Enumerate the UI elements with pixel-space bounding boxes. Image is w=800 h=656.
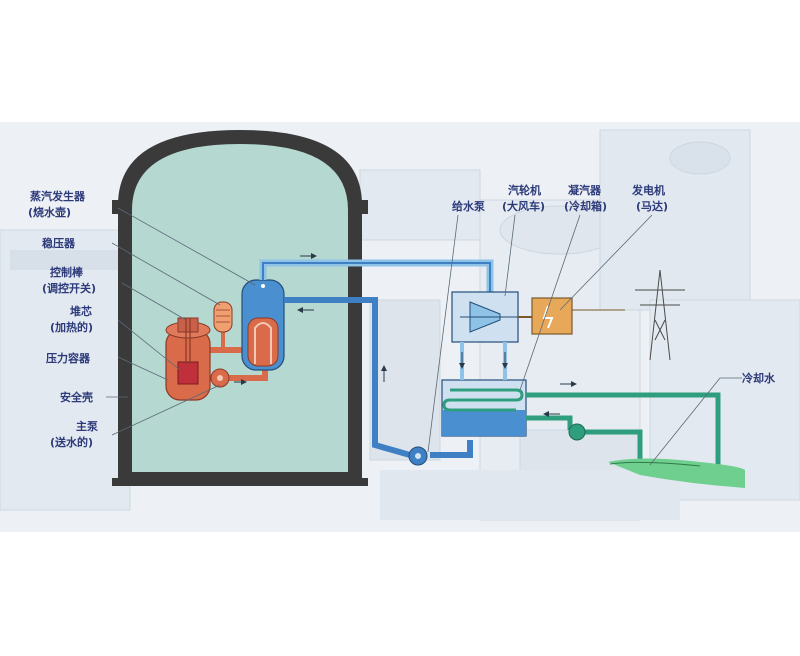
label-main-pump: 主泵 [76, 419, 98, 433]
generator [518, 297, 625, 335]
label-control-rod: 控制棒 [50, 265, 84, 279]
label-steam-generator-sub: (烧水壶) [28, 205, 71, 219]
power-pylon [635, 269, 685, 361]
label-reactor-core-sub: (加热的) [50, 320, 93, 334]
main-pump [210, 368, 230, 388]
label-pressure-vessel: 压力容器 [46, 351, 91, 365]
control-rod [185, 318, 191, 364]
label-condenser-sub: (冷却箱) [564, 199, 607, 213]
flow-arrows [234, 253, 577, 417]
label-turbine-sub: (大风车) [502, 199, 545, 213]
label-generator-sub: (马达) [636, 199, 668, 213]
pressurizer [213, 301, 233, 333]
secondary-loop [259, 259, 494, 458]
tertiary-loop [526, 392, 721, 465]
cooling-water [608, 458, 745, 488]
containment-building [112, 130, 368, 486]
leader-lines [106, 207, 742, 466]
label-generator: 发电机 [631, 183, 665, 197]
label-steam-generator: 蒸汽发生器 [30, 189, 86, 203]
label-main-pump-sub: (送水的) [50, 435, 93, 449]
reactor-core [177, 361, 199, 385]
pressure-vessel [165, 317, 211, 401]
label-pressurizer: 稳压器 [42, 236, 76, 250]
label-control-rod-sub: (调控开关) [42, 281, 96, 295]
label-reactor-core: 堆芯 [70, 304, 92, 318]
label-containment: 安全壳 [60, 390, 93, 404]
steam-generator [241, 279, 285, 371]
label-condenser: 凝汽器 [568, 183, 602, 197]
condenser [441, 342, 527, 437]
label-turbine: 汽轮机 [508, 183, 541, 197]
turbine [451, 291, 519, 343]
feed-pump [408, 446, 428, 466]
label-feed-pump: 给水泵 [452, 199, 485, 213]
label-cooling-water: 冷却水 [742, 371, 776, 385]
